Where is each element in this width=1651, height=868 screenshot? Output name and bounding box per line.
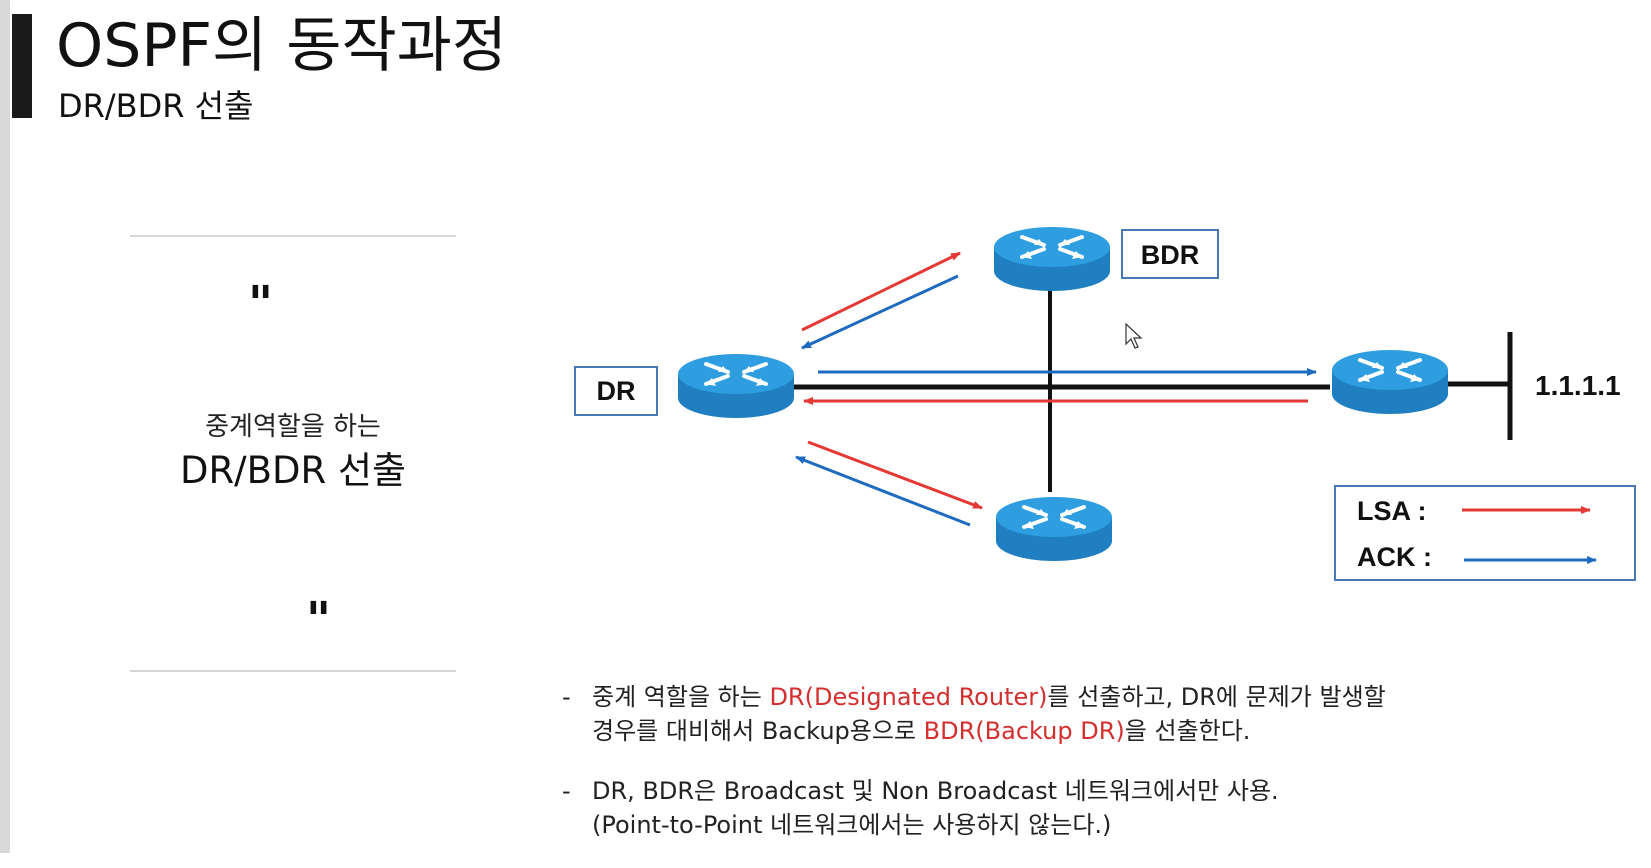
slide-title: OSPF의 동작과정 — [56, 11, 508, 81]
note-2-dash: - — [562, 777, 571, 805]
lsa-arrow-dr-to-bdr — [801, 251, 961, 332]
dr-label-box — [574, 366, 658, 416]
router-right-icon — [1330, 348, 1450, 416]
note-item-2: - DR, BDR은 Broadcast 및 Non Broadcast 네트워… — [562, 774, 1642, 842]
left-edge-rule — [0, 0, 10, 853]
close-quote-mark: " — [306, 592, 332, 648]
note-1-seg-2: DR(Designated Router) — [769, 683, 1048, 711]
note-2-line-2: (Point-to-Point 네트워크에서는 사용하지 않는다.) — [592, 811, 1112, 839]
quote-caption-big: DR/BDR 선출 — [179, 449, 407, 492]
router-dr-icon — [676, 352, 796, 420]
slide-subtitle: DR/BDR 선출 — [58, 87, 254, 125]
quote-top-divider — [130, 235, 456, 237]
lsa-arrow-dr-to-bottom — [807, 440, 983, 510]
dr-label: DR — [597, 376, 636, 406]
bdr-label: BDR — [1141, 240, 1200, 270]
quote-bottom-divider — [130, 670, 456, 672]
note-1-seg-1: 중계 역할을 하는 — [592, 683, 770, 711]
bdr-label-box — [1121, 229, 1219, 279]
note-1-dash: - — [562, 683, 571, 711]
note-1-seg-3: 를 선출하고, DR에 문제가 발생할 — [1047, 683, 1386, 711]
notes-list: - 중계 역할을 하는 DR(Designated Router)를 선출하고,… — [562, 680, 1642, 868]
title-accent-bar — [12, 14, 32, 118]
note-2-line-1: DR, BDR은 Broadcast 및 Non Broadcast 네트워크에… — [592, 777, 1279, 805]
open-quote-mark: " — [248, 276, 274, 332]
note-1-seg-4: 경우를 대비해서 Backup용으로 — [592, 717, 924, 745]
note-1-line-1: 중계 역할을 하는 DR(Designated Router)를 선출하고, D… — [592, 680, 1642, 714]
quote-caption-small: 중계역할을 하는 — [205, 412, 381, 442]
mouse-cursor-icon — [1125, 322, 1143, 349]
legend-ack-label: ACK : — [1357, 542, 1432, 572]
note-item-1: - 중계 역할을 하는 DR(Designated Router)를 선출하고,… — [562, 680, 1642, 748]
router-bottom-icon — [994, 495, 1114, 563]
router-bdr-icon — [992, 225, 1112, 293]
legend-box — [1334, 485, 1636, 581]
ack-arrow-bdr-to-dr — [801, 274, 959, 350]
note-1-line-2: 경우를 대비해서 Backup용으로 BDR(Backup DR)을 선출한다. — [592, 714, 1642, 748]
legend-lsa-label: LSA : — [1357, 496, 1427, 526]
ack-arrow-bottom-to-dr — [795, 455, 971, 527]
note-1-seg-6: 을 선출한다. — [1124, 717, 1251, 745]
network-address-label: 1.1.1.1 — [1535, 370, 1621, 401]
note-1-seg-5: BDR(Backup DR) — [923, 717, 1125, 745]
